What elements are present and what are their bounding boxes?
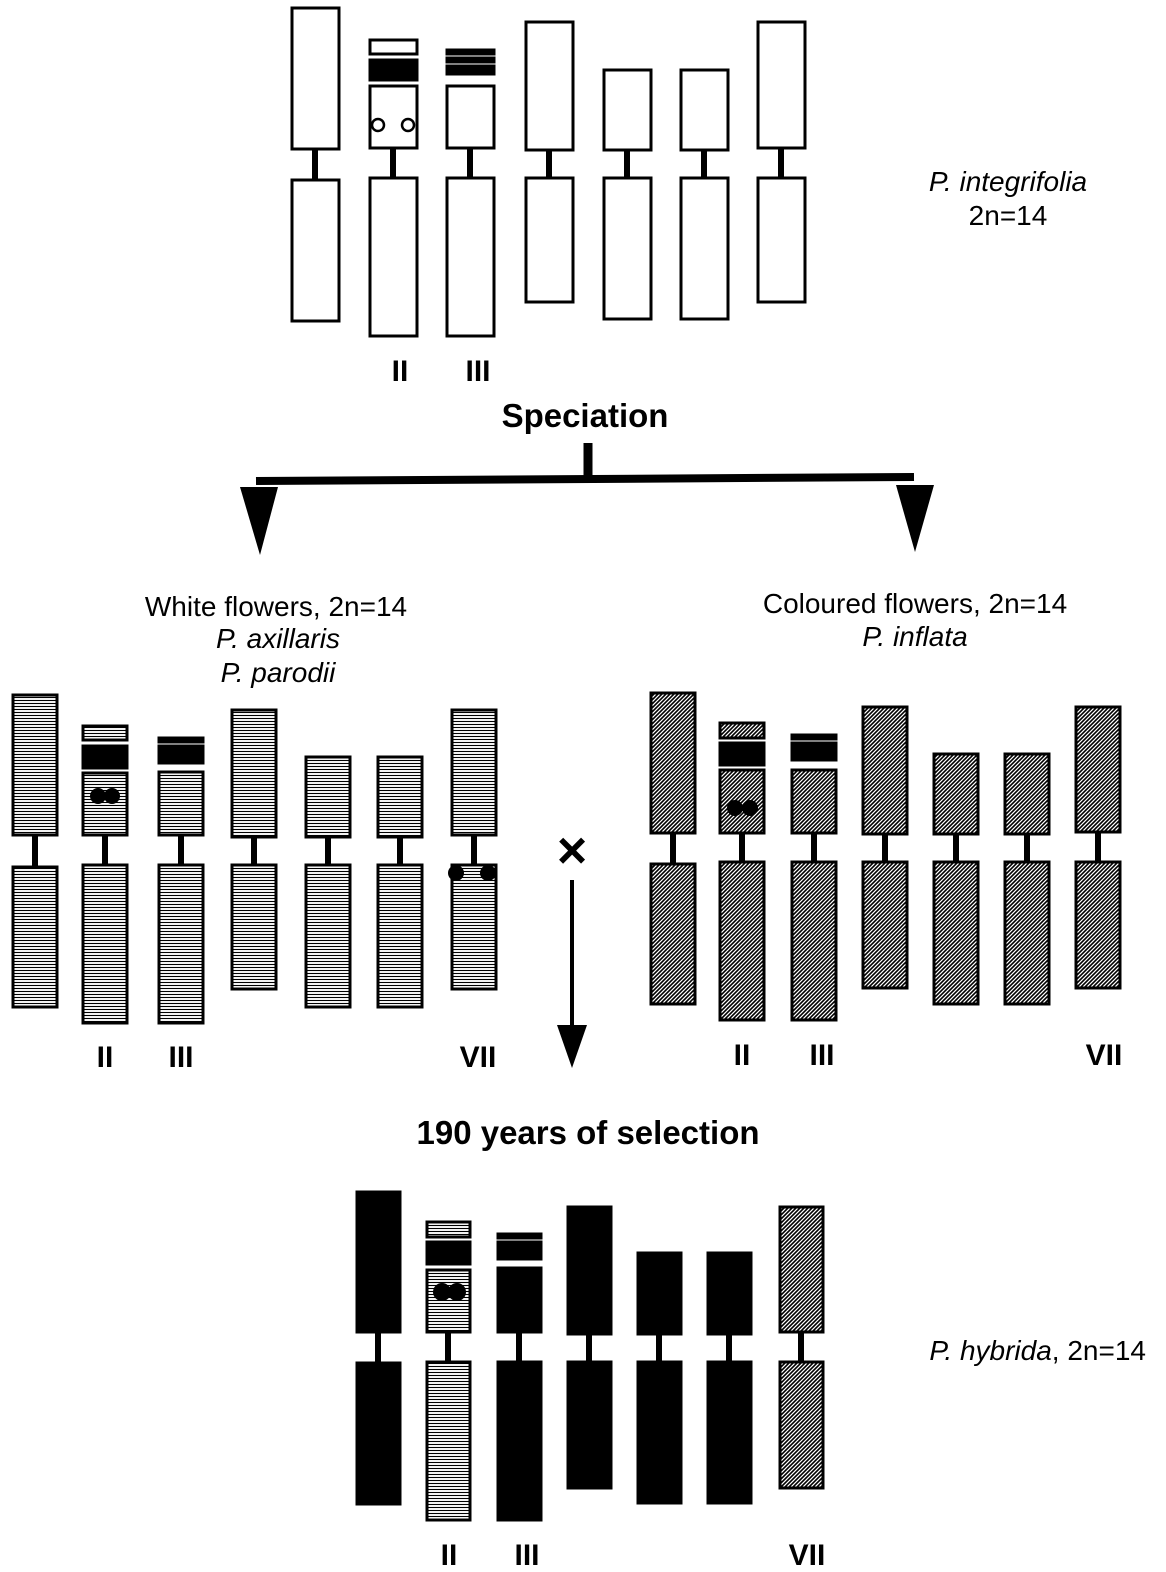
hybrida-karyotype <box>355 1190 825 1522</box>
coloured-chromosome-2 <box>718 721 766 1022</box>
white-chromosome-5 <box>304 755 352 1009</box>
white-chromosome-6 <box>376 755 424 1009</box>
speciation-arrows <box>240 443 934 555</box>
hybrid-chromosome-1 <box>355 1190 402 1506</box>
white-chromosome-3 <box>157 736 205 1025</box>
white-roman-vii: VII <box>460 1041 497 1074</box>
top-roman-ii: II <box>392 355 409 388</box>
hybrid-roman-ii: II <box>441 1539 458 1572</box>
chromosome-7 <box>756 20 807 304</box>
hybrid-chromosome-7 <box>778 1205 825 1490</box>
coloured-chromosome-6 <box>1003 752 1051 1006</box>
chromosome-5 <box>602 68 653 321</box>
coloured-roman-ii: II <box>734 1039 751 1072</box>
coloured-flowers-karyotype <box>649 691 1122 1022</box>
chromosome-4 <box>524 20 575 304</box>
coloured-chromosome-3 <box>790 733 838 1022</box>
white-chromosome-7 <box>448 708 498 991</box>
white-chromosome-1 <box>11 693 59 1009</box>
coloured-chromosome-1 <box>649 691 697 1006</box>
integrifolia-karyotype <box>290 6 807 338</box>
coloured-chromosome-4 <box>861 705 909 990</box>
hybrid-chromosome-6 <box>706 1251 753 1505</box>
hybrid-chromosome-3 <box>496 1232 543 1522</box>
coloured-group-line2: P. inflata <box>862 621 967 652</box>
white-flowers-karyotype <box>11 693 498 1025</box>
hybrid-roman-vii: VII <box>789 1539 826 1572</box>
hybrid-roman-iii: III <box>514 1539 539 1572</box>
left-arrow-head-icon <box>240 487 278 555</box>
cross-symbol: × <box>557 822 587 880</box>
hybrida-label: P. hybrida, 2n=14 <box>929 1335 1146 1366</box>
white-chromosome-4 <box>230 708 278 991</box>
chromosome-6 <box>679 68 730 321</box>
selection-label: 190 years of selection <box>416 1114 759 1151</box>
top-roman-iii: III <box>465 355 490 388</box>
white-roman-iii: III <box>168 1041 193 1074</box>
right-arrow-head-icon <box>896 485 934 552</box>
selection-arrow <box>557 880 587 1068</box>
coloured-roman-iii: III <box>809 1039 834 1072</box>
hybrid-chromosome-2 <box>425 1220 472 1522</box>
chromosome-2 <box>368 38 419 338</box>
white-group-line1: White flowers, 2n=14 <box>145 591 407 622</box>
hybrid-chromosome-4 <box>566 1205 613 1490</box>
white-group-line3: P. parodii <box>221 657 336 688</box>
down-arrow-head-icon <box>557 1025 587 1068</box>
chromosome-1 <box>290 6 341 323</box>
hybrid-chromosome-5 <box>636 1251 683 1505</box>
white-group-line2: P. axillaris <box>216 623 340 654</box>
speciation-label: Speciation <box>502 397 669 434</box>
integrifolia-name: P. integrifolia <box>929 166 1087 197</box>
chromosome-3 <box>445 48 496 338</box>
integrifolia-count: 2n=14 <box>969 200 1048 231</box>
hybrida-count: , 2n=14 <box>1052 1335 1146 1366</box>
white-chromosome-2 <box>81 724 129 1025</box>
coloured-chromosome-5 <box>932 752 980 1006</box>
coloured-roman-vii: VII <box>1086 1039 1123 1072</box>
white-roman-ii: II <box>97 1041 114 1074</box>
hybrida-name: P. hybrida <box>929 1335 1051 1366</box>
coloured-group-line1: Coloured flowers, 2n=14 <box>763 588 1067 619</box>
coloured-chromosome-7 <box>1074 705 1122 990</box>
